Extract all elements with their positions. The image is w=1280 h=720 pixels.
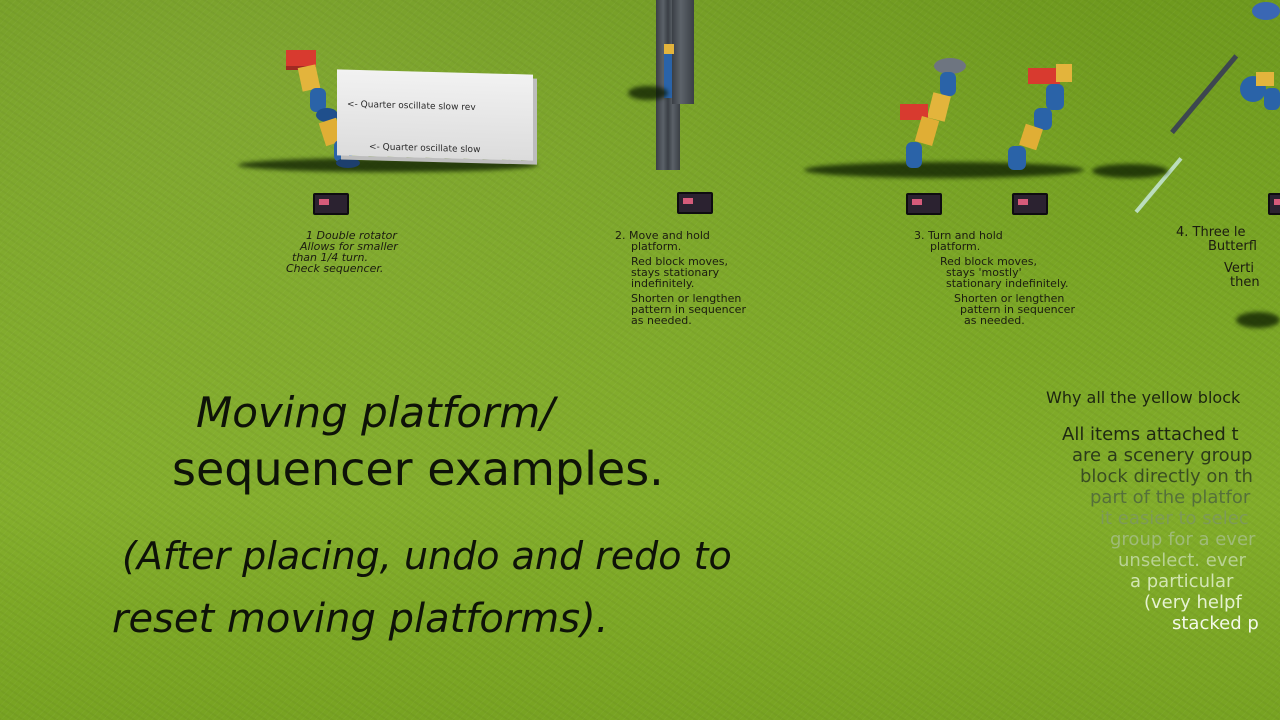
- blue-cylinder: [1034, 108, 1052, 130]
- side-note-line: block directly on th: [1080, 466, 1253, 487]
- sequencer-device-1[interactable]: [313, 193, 349, 215]
- side-note-line: (very helpf: [1144, 592, 1242, 613]
- note-line: platform.: [930, 240, 981, 253]
- blue-cylinder: [1046, 84, 1064, 110]
- side-note-line: stacked p: [1172, 613, 1259, 634]
- side-note-body: All items attached t are a scenery group…: [1062, 424, 1259, 634]
- example-1-description: 1 Double rotator Allows for smaller than…: [286, 230, 398, 274]
- side-note-line: a particular: [1130, 571, 1234, 592]
- stack-shadow: [804, 162, 1084, 178]
- arm-pole: [1170, 54, 1239, 135]
- side-note-line: unselect. ever: [1118, 550, 1246, 571]
- title-line-2-text: sequencer examples.: [172, 442, 664, 496]
- arm-shadow: [1236, 312, 1280, 328]
- blue-base: [336, 158, 360, 168]
- blue-cylinder: [940, 72, 956, 96]
- blue-cylinder: [664, 54, 672, 98]
- blue-cylinder: [1008, 146, 1026, 170]
- blue-cylinder: [906, 142, 922, 168]
- title-line-3: (After placing, undo and redo to: [122, 534, 732, 578]
- rail-track[interactable]: [672, 0, 694, 104]
- note-line: Red block moves,: [940, 255, 1038, 268]
- yellow-block: [664, 44, 674, 54]
- note-line: Check sequencer.: [286, 262, 384, 275]
- yellow-block: [1056, 64, 1072, 82]
- red-block: [900, 104, 928, 120]
- yellow-block: [1256, 72, 1274, 86]
- note-line: Shorten or lengthen: [954, 292, 1065, 305]
- side-note-line: group for a ever: [1110, 529, 1256, 550]
- note-line: then: [1230, 275, 1260, 290]
- note-line: Verti: [1224, 261, 1254, 276]
- yellow-block: [914, 116, 940, 146]
- note-line: Shorten or lengthen: [631, 292, 742, 305]
- title-line-2: sequencer examples.: [172, 442, 664, 496]
- turn-hold-stack-a[interactable]: [0, 0, 966, 168]
- sequencer-device-3a[interactable]: [906, 193, 942, 215]
- example-2-description: 2. Move and hold platform. Red block mov…: [615, 230, 746, 326]
- side-note-line: part of the platfor: [1090, 487, 1251, 508]
- note-line: 4. Three le: [1176, 225, 1246, 240]
- note-line: Allows for smaller: [300, 240, 398, 253]
- example-4-description: 4. Three le Butterfl Verti then: [1176, 226, 1260, 290]
- red-block: [1028, 68, 1060, 84]
- note-line: pattern in sequencer: [960, 303, 1075, 316]
- grey-disc: [934, 58, 966, 74]
- arm-shadow: [1092, 164, 1168, 178]
- turn-hold-stack-b[interactable]: [0, 0, 1072, 170]
- note-line: Red block moves,: [631, 255, 729, 268]
- note-line: than 1/4 turn.: [292, 251, 368, 264]
- note-line: pattern in sequencer: [631, 303, 746, 316]
- yellow-block: [927, 92, 951, 122]
- note-line: as needed.: [964, 314, 1025, 327]
- sequencer-device-2[interactable]: [677, 192, 713, 214]
- rotator-shadow: [238, 158, 538, 172]
- side-note-line: All items attached t: [1062, 424, 1239, 445]
- note-line: 1 Double rotator: [306, 229, 397, 242]
- sequencer-device-3b[interactable]: [1012, 193, 1048, 215]
- note-line: stationary indefinitely.: [946, 277, 1069, 290]
- sign-line-2: <- Quarter oscillate slow: [369, 142, 481, 156]
- note-line: platform.: [631, 240, 682, 253]
- side-note-line: it easier to selec: [1100, 508, 1249, 529]
- title-line-1: Moving platform/: [196, 388, 555, 437]
- note-line: indefinitely.: [631, 277, 695, 290]
- example-3-description: 3. Turn and hold platform. Red block mov…: [914, 230, 1075, 326]
- note-line: 2. Move and hold: [615, 229, 710, 242]
- sequencer-device-4[interactable]: [1268, 193, 1280, 215]
- rail-shadow: [628, 86, 668, 100]
- note-line: Butterfl: [1208, 239, 1257, 254]
- title-line-4: reset moving platforms).: [112, 596, 609, 642]
- sign-line-1: <- Quarter oscillate slow rev: [347, 99, 476, 114]
- side-note-line: are a scenery group: [1072, 445, 1253, 466]
- side-note-heading: Why all the yellow block: [1046, 388, 1241, 407]
- blue-cylinder: [310, 88, 326, 112]
- info-sign: <- Quarter oscillate slow rev <- Quarter…: [337, 69, 533, 161]
- butterfly-arm[interactable]: [0, 0, 1280, 214]
- note-line: as needed.: [631, 314, 692, 327]
- note-line: stays stationary: [631, 266, 720, 279]
- blue-cylinder: [1264, 88, 1280, 110]
- note-line: stays 'mostly': [946, 266, 1022, 279]
- note-line: 3. Turn and hold: [914, 229, 1003, 242]
- blue-cylinder: [1252, 2, 1280, 20]
